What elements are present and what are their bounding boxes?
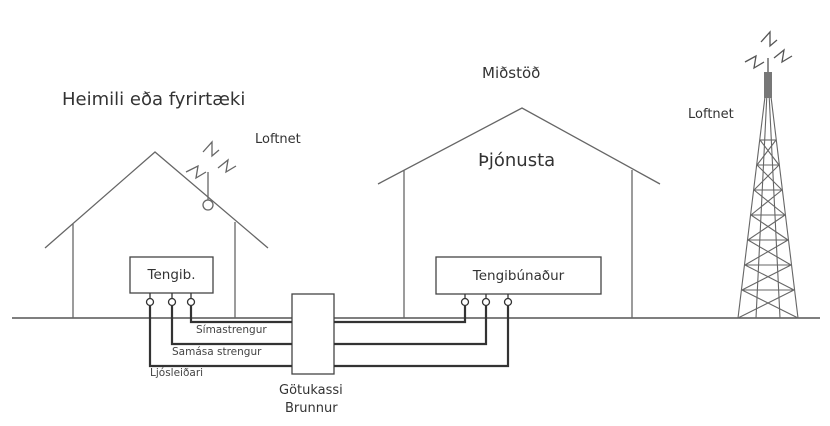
fiber-cable-label: Ljósleiðari	[150, 367, 204, 379]
home-ports	[145, 293, 196, 307]
tower-antenna-label: Loftnet	[688, 107, 734, 122]
coax-cable-label: Samása strengur	[172, 346, 262, 358]
home-box-label: Tengib.	[147, 267, 196, 283]
cables	[148, 306, 510, 368]
home-antenna-icon	[185, 140, 237, 211]
street-box-label-2: Brunnur	[285, 401, 338, 416]
coax-cable-center	[334, 306, 488, 346]
street-box	[291, 293, 335, 375]
home-building	[44, 151, 269, 318]
center-ports	[460, 294, 513, 307]
center-title: Miðstöð	[482, 64, 541, 82]
tower-top	[764, 72, 772, 98]
home-antenna-label: Loftnet	[255, 132, 301, 147]
phone-cable-center	[334, 306, 467, 324]
home-title: Heimili eða fyrirtæki	[62, 89, 246, 110]
center-building	[377, 107, 661, 318]
center-connector-box	[435, 256, 602, 295]
street-box-label-1: Götukassi	[279, 383, 343, 398]
phone-cable-label: Símastrengur	[196, 324, 267, 336]
tower-signal-icon	[744, 30, 793, 72]
home-connector-box	[129, 256, 214, 294]
fiber-cable	[148, 306, 292, 368]
center-service-label: Þjónusta	[478, 150, 556, 171]
tower-icon	[737, 71, 799, 319]
coax-cable	[170, 306, 292, 346]
phone-cable	[189, 306, 292, 324]
fiber-cable-center	[334, 306, 510, 368]
center-box-label: Tengibúnaður	[472, 267, 565, 284]
